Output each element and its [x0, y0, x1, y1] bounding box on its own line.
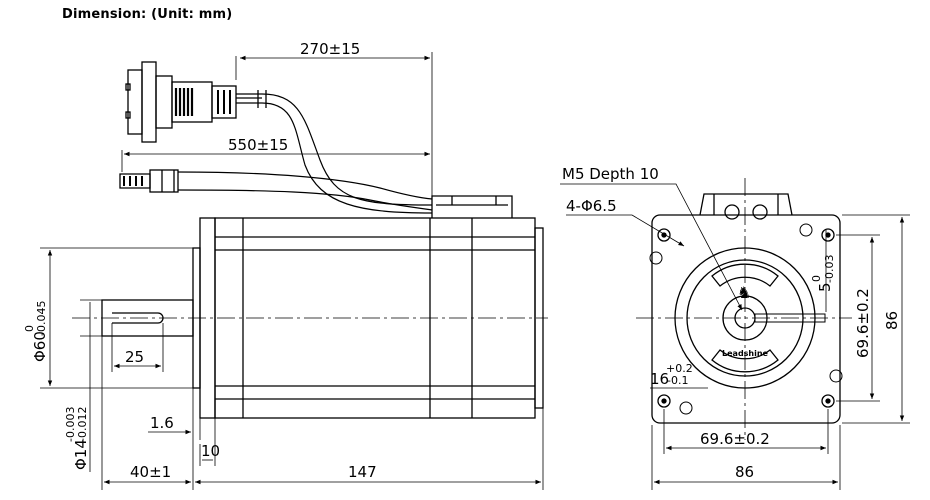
dim-hole-pitch-v: 69.6±0.2 [854, 288, 872, 358]
cable-2a [177, 171, 433, 200]
shaft-tol-lower: -0.012 [76, 407, 89, 442]
brand-logo-text: Leadshine [722, 349, 769, 358]
mount-holes-label: 4-Φ6.5 [566, 197, 617, 215]
pilot-outer [674, 247, 816, 389]
side-view [40, 52, 548, 490]
key-width-tol-upper: 0 [810, 275, 823, 282]
body-height-label: 86 [883, 311, 901, 330]
mount-hole-bl [657, 394, 671, 408]
mount-hole-br [821, 394, 835, 408]
front-view [560, 178, 910, 490]
shaft-diameter-label: Φ14 [72, 439, 90, 470]
dim-cable-550: 550±15 [228, 136, 288, 154]
mount-hole-tr [821, 228, 835, 242]
dim-body-width: 86 [735, 463, 754, 481]
key-width-tol-lower: -0.03 [823, 255, 836, 283]
pilot-inner [686, 259, 804, 377]
cable-1b [261, 102, 433, 214]
brand-logo-icon: ♞ [737, 283, 751, 302]
dim-key-length: 25 [125, 348, 144, 366]
cable-2b [177, 189, 433, 211]
key-width-label: 5 [816, 282, 834, 292]
mount-hole-tl [657, 228, 671, 242]
hole-pitch-v-label: 69.6±0.2 [854, 288, 872, 358]
dsub-connector [125, 61, 267, 143]
shaft-tol-upper: -0.003 [64, 407, 77, 442]
dim-key-width: 5 0 -0.03 [810, 255, 836, 292]
leader-tapped-hole [560, 183, 743, 311]
dim-cable-270: 270±15 [300, 40, 360, 58]
dim-flange-step: 1.6 [150, 414, 174, 432]
cable-gland [431, 195, 513, 218]
page-title: Dimension: (Unit: mm) [62, 7, 233, 22]
front-flange-square [651, 214, 841, 424]
dim-hole-pitch-h: 69.6±0.2 [700, 430, 770, 448]
dim-flange-thickness: 10 [201, 442, 220, 460]
flange-tol-lower: -0.045 [35, 301, 48, 336]
key-height-label: 16 [650, 370, 669, 388]
front-connector [699, 193, 793, 216]
dim-body-length: 147 [348, 463, 377, 481]
leader-mount-holes [566, 214, 685, 247]
tapped-hole-label: M5 Depth 10 [562, 165, 659, 183]
flange-tol-upper: 0 [23, 325, 36, 332]
cable-1a [261, 93, 433, 206]
key-height-tol-upper: +0.2 [666, 362, 693, 375]
dim-shaft-length: 40±1 [130, 463, 171, 481]
power-lead [119, 169, 179, 193]
dim-flange-diameter: Φ60 0 -0.045 [23, 301, 49, 362]
flange-diameter-label: Φ60 [31, 331, 49, 362]
shaft-key [112, 312, 164, 324]
dim-body-height: 86 [883, 311, 901, 330]
key-height-tol-lower: -0.1 [667, 374, 688, 387]
shaft [101, 299, 194, 337]
dim-shaft-diameter: Φ14 -0.003 -0.012 [64, 407, 90, 470]
rear-cap [534, 227, 544, 409]
